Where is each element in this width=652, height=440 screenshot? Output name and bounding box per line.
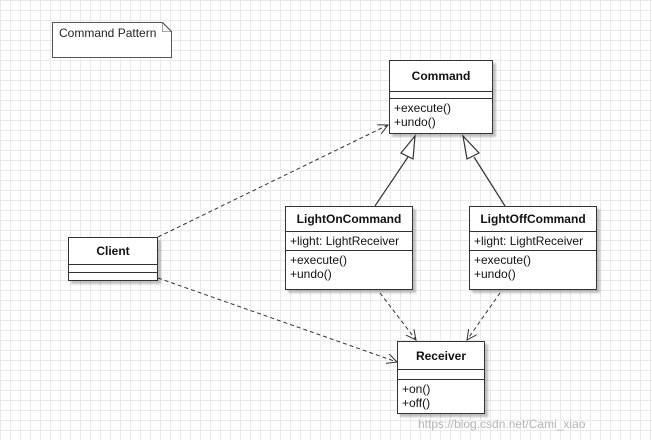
operation: +off(): [402, 396, 431, 410]
note-fold-corner: [162, 22, 172, 32]
generalization-arrowhead-lightoff: [462, 134, 480, 160]
class-operations: +execute() +undo(): [390, 99, 492, 131]
class-attributes: +light: LightReceiver: [470, 232, 596, 251]
operation: +execute(): [474, 253, 532, 267]
generalization-lighton-command: [374, 156, 409, 207]
class-operations: +execute() +undo(): [470, 251, 596, 283]
class-command[interactable]: Command +execute() +undo(): [389, 60, 493, 134]
class-name: LightOffCommand: [470, 207, 596, 232]
operation: +execute(): [290, 253, 348, 267]
class-attributes: +light: LightReceiver: [286, 232, 412, 251]
class-name: Client: [69, 238, 157, 265]
class-operations: +execute() +undo(): [286, 251, 412, 283]
generalization-lightoff-command: [473, 156, 506, 207]
dependency-client-receiver: [157, 277, 397, 362]
class-attributes: [390, 92, 492, 99]
class-light-off-command[interactable]: LightOffCommand +light: LightReceiver +e…: [469, 206, 597, 290]
generalization-arrowhead-lighton: [400, 134, 416, 160]
class-name: Receiver: [398, 342, 484, 370]
dependency-lighton-receiver: [379, 292, 416, 340]
class-client[interactable]: Client: [68, 237, 158, 281]
operation: +undo(): [394, 115, 436, 129]
class-attributes: [69, 265, 157, 273]
watermark-text: https://blog.csdn.net/Cami_xiao: [418, 417, 586, 431]
attribute: +light: LightReceiver: [290, 234, 400, 248]
class-name: LightOnCommand: [286, 207, 412, 232]
note-text: Command Pattern: [59, 26, 157, 40]
class-operations: +on() +off(): [398, 380, 484, 412]
class-name: Command: [390, 61, 492, 92]
diagram-note[interactable]: Command Pattern: [52, 22, 172, 58]
operation: +on(): [402, 382, 431, 396]
operation: +execute(): [394, 101, 452, 115]
class-receiver[interactable]: Receiver +on() +off(): [397, 341, 485, 414]
dependency-lightoff-receiver: [467, 292, 501, 340]
dependency-client-command: [157, 125, 388, 238]
class-light-on-command[interactable]: LightOnCommand +light: LightReceiver +ex…: [285, 206, 413, 290]
class-attributes: [398, 370, 484, 380]
operation: +undo(): [474, 267, 516, 281]
class-operations: [69, 273, 157, 281]
operation: +undo(): [290, 267, 332, 281]
attribute: +light: LightReceiver: [474, 234, 584, 248]
